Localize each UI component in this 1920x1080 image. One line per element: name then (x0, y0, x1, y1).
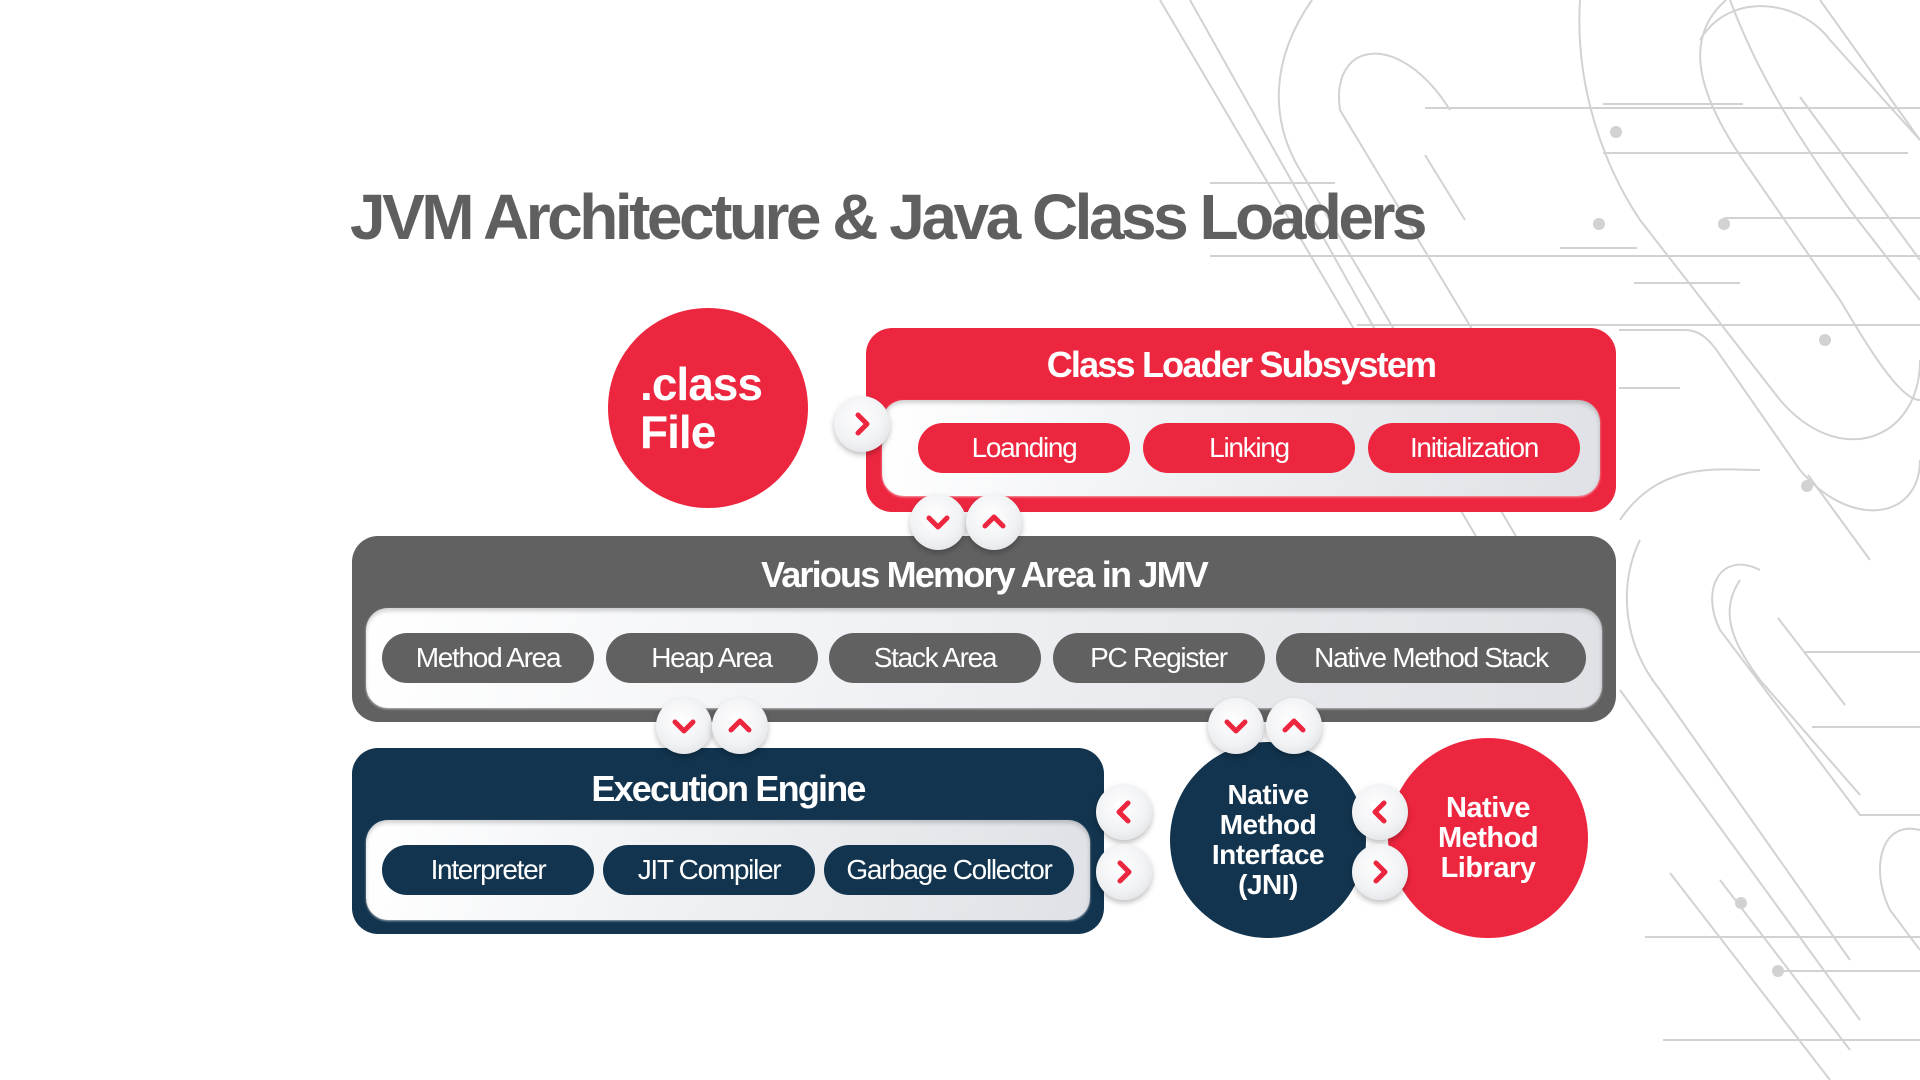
connector-memory-execution-down (656, 698, 712, 754)
bg-line (1669, 872, 1831, 1080)
chevron-right-icon (1373, 860, 1388, 884)
library-label: Native Method Library (1437, 792, 1539, 884)
memory-stack-area: Stack Area (829, 633, 1041, 683)
bg-dot (1718, 218, 1730, 230)
chevron-up-icon (982, 514, 1006, 529)
bg-curve (1728, 579, 1861, 796)
exec-garbage-collector: Garbage Collector (824, 845, 1074, 895)
library-label-line: Native (1445, 792, 1531, 824)
bg-dot (1819, 334, 1831, 346)
connector-jni-to-execution (1096, 784, 1152, 840)
bg-curve (1338, 52, 1576, 501)
bg-curve (1277, 0, 1531, 561)
bg-line (1777, 617, 1846, 706)
connector-memory-execution-up (712, 698, 768, 754)
connector-library-to-jni (1352, 784, 1408, 840)
memory-method-area: Method Area (382, 633, 594, 683)
library-label-line: Method (1437, 822, 1539, 854)
memory-area-title: Various Memory Area in JMV (760, 554, 1209, 595)
connector-loader-memory-down (910, 494, 966, 550)
bg-curve (1879, 827, 1920, 951)
memory-heap-area: Heap Area (605, 633, 818, 683)
connector-jni-to-library (1352, 844, 1408, 900)
library-label-line: Library (1440, 852, 1536, 884)
memory-area-list: Method Area Heap Area Stack Area PC Regi… (366, 608, 1602, 708)
memory-native-method-stack: Native Method Stack (1276, 633, 1586, 683)
exec-jit-compiler: JIT Compiler (603, 845, 815, 895)
chevron-down-icon (672, 719, 696, 734)
execution-engine-panel: Execution Engine Interpreter JIT Compile… (352, 748, 1104, 934)
bg-curve (1711, 563, 1920, 816)
exec-interpreter: Interpreter (382, 845, 594, 895)
chevron-left-icon (1116, 800, 1131, 824)
jni-label: Native Method Interface (JNI) (1211, 779, 1325, 900)
chevron-up-icon (728, 718, 752, 733)
bg-line (1619, 689, 1861, 1021)
jni-label-line: Method (1219, 809, 1317, 840)
jni-label-line: (JNI) (1238, 869, 1298, 900)
bg-dot (1801, 480, 1813, 492)
bg-dot (1610, 126, 1622, 138)
class-loader-subsystem-panel: Class Loader Subsystem Loanding Linking … (866, 328, 1616, 512)
bg-line (1819, 0, 1920, 141)
bg-curve (1729, 0, 1920, 301)
connector-execution-to-jni (1096, 844, 1152, 900)
connector-memory-jni-down (1208, 698, 1264, 754)
bg-line (1424, 154, 1466, 221)
connector-classfile-to-loader (834, 396, 890, 452)
connector-loader-memory-up (966, 494, 1022, 550)
bg-curve (1699, 0, 1920, 401)
step-linking: Linking (1143, 423, 1355, 473)
class-file-node: .class File (608, 308, 808, 508)
class-file-label-line: .class (640, 358, 763, 410)
execution-engine-title: Execution Engine (591, 768, 866, 809)
native-method-library-node: Native Method Library (1388, 738, 1588, 938)
connector-memory-jni-up (1266, 698, 1322, 754)
class-loader-title: Class Loader Subsystem (1046, 344, 1437, 385)
chevron-right-icon (1117, 860, 1132, 884)
execution-engine-parts: Interpreter JIT Compiler Garbage Collect… (366, 820, 1090, 920)
memory-pc-register: PC Register (1052, 633, 1265, 683)
bg-curve (1619, 468, 1761, 521)
step-initialization: Initialization (1368, 423, 1580, 473)
class-file-label-line: File (640, 406, 716, 458)
chevron-right-icon (855, 412, 870, 436)
jni-label-line: Native (1227, 779, 1309, 810)
bg-curve (1625, 539, 1851, 961)
class-loader-steps: Loanding Linking Initialization (882, 400, 1600, 496)
chevron-down-icon (1224, 719, 1248, 734)
bg-dot (1593, 218, 1605, 230)
chevron-down-icon (926, 515, 950, 530)
chevron-left-icon (1372, 800, 1387, 824)
bg-line (1807, 474, 1871, 561)
jni-node: Native Method Interface (JNI) (1170, 742, 1366, 938)
class-file-label: .class File (640, 358, 763, 458)
bg-line (1799, 96, 1920, 261)
jni-label-line: Interface (1211, 839, 1325, 870)
chevron-up-icon (1282, 718, 1306, 733)
page-title: JVM Architecture & Java Class Loaders (350, 181, 1427, 253)
bg-curve (1578, 0, 1920, 441)
memory-area-panel: Various Memory Area in JMV Method Area H… (352, 536, 1616, 722)
bg-dot (1735, 897, 1747, 909)
bg-dot (1772, 965, 1784, 977)
bg-curve (1699, 5, 1920, 141)
step-loading: Loanding (918, 423, 1130, 473)
